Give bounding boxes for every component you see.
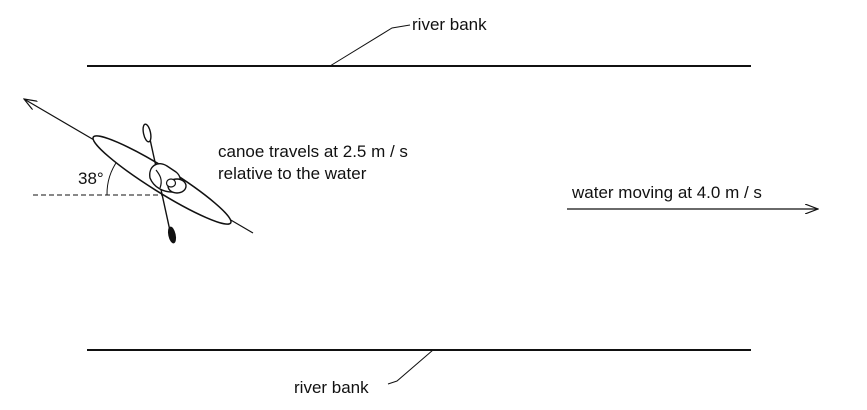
river-bank-top-label: river bank [412, 15, 487, 34]
river-bank-bottom-label: river bank [294, 378, 369, 397]
canoe-speed-line-1: canoe travels at 2.5 m / s [218, 142, 408, 161]
canoe-speed-line-2: relative to the water [218, 164, 367, 183]
angle-label: 38° [78, 169, 104, 188]
canoe-speed-label: canoe travels at 2.5 m / s relative to t… [218, 141, 408, 185]
river-bank-top-leader [329, 24, 411, 67]
canoeist-figure [149, 162, 187, 194]
river-bank-bottom-leader [387, 349, 434, 385]
water-speed-label: water moving at 4.0 m / s [572, 183, 762, 202]
angle-arc [106, 159, 119, 196]
